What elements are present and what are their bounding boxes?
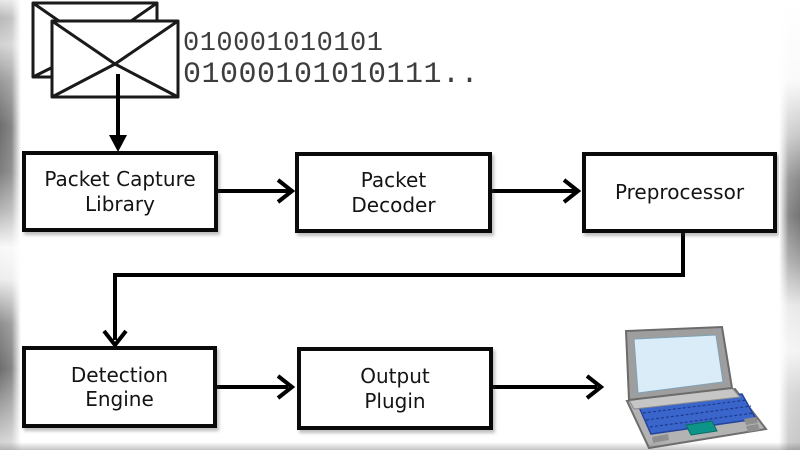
binary-line-1: 010001010101	[183, 29, 384, 59]
node-preprocessor: Preprocessor	[582, 152, 777, 233]
arrow-capture-to-decoder	[218, 178, 296, 204]
binary-line-2: 01000101010111..	[183, 58, 480, 93]
arrow-detection-to-output	[217, 374, 296, 400]
node-packet-decoder: Packet Decoder	[295, 152, 492, 233]
node-packet-capture-library: Packet Capture Library	[22, 151, 218, 232]
laptop-icon	[624, 325, 768, 450]
node-output-plugin: Output Plugin	[297, 347, 493, 430]
node-detection-engine: Detection Engine	[22, 346, 217, 428]
arrow-output-to-laptop	[493, 374, 605, 400]
binary-stream-text: 010001010101 01000101010111..	[183, 29, 480, 93]
envelopes-icon	[31, 1, 180, 99]
arrow-preprocessor-to-detection	[102, 231, 685, 349]
arrow-decoder-to-preprocessor	[492, 178, 582, 204]
arrow-source-to-capture	[109, 74, 127, 152]
